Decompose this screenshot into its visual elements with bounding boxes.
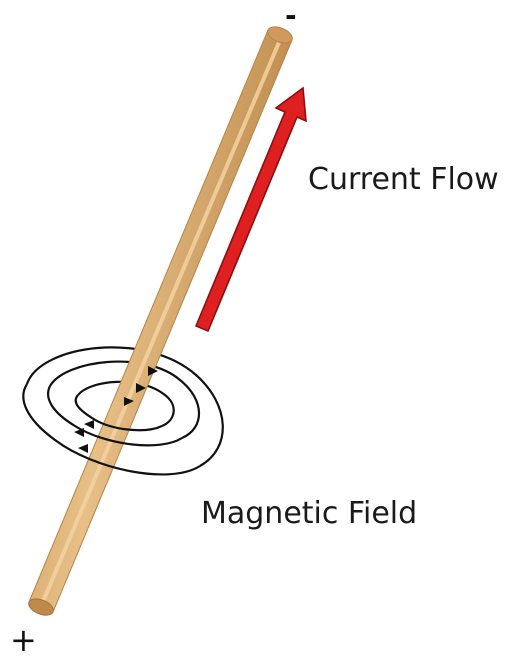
field-arrow-upper-1 — [148, 366, 158, 376]
field-loop-outer-back — [25, 346, 224, 467]
field-loop-middle-front — [47, 385, 183, 447]
field-arrow-lower-3 — [78, 444, 88, 453]
field-arrow-lower-1 — [74, 428, 84, 437]
field-arrow-lower-2 — [84, 420, 94, 429]
positive-terminal-sign: + — [10, 621, 37, 659]
field-loop-inner-back — [77, 380, 175, 428]
field-loop-middle-back — [49, 360, 201, 440]
field-arrow-upper-2 — [136, 383, 146, 393]
magnetic-field-loops-front — [22, 383, 201, 476]
magnetic-field-label: Magnetic Field — [201, 496, 418, 531]
wire-bottom-end — [28, 598, 54, 616]
wire-highlight — [40, 38, 282, 606]
field-loop-outer-front — [22, 383, 201, 476]
magnetic-field-loops-back — [25, 346, 224, 467]
field-arrow-upper-3 — [124, 397, 134, 406]
field-direction-arrows — [74, 366, 158, 453]
negative-terminal-sign: - — [285, 0, 297, 32]
current-flow-arrow — [194, 86, 307, 333]
wire-top-end — [267, 26, 293, 44]
current-flow-label: Current Flow — [308, 162, 499, 197]
wire — [28, 26, 293, 616]
field-loop-inner-front — [74, 394, 163, 432]
